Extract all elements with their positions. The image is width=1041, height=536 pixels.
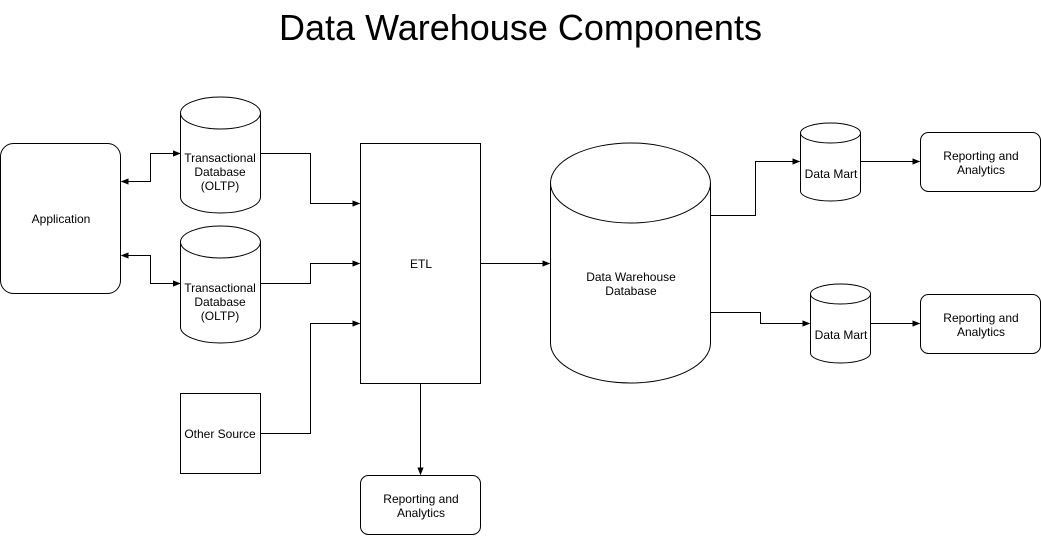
other-source-label: Other Source bbox=[184, 427, 256, 441]
application-label: Application bbox=[31, 212, 91, 226]
connector-app-oltp-1 bbox=[120, 150, 181, 185]
diagram-title: Data Warehouse Components bbox=[279, 7, 762, 48]
connector-dw-mart-1 bbox=[710, 158, 801, 216]
other-source-shape bbox=[180, 393, 261, 474]
data-mart-2-label: Data Mart bbox=[814, 328, 868, 342]
reporting-1-label: Reporting and Analytics bbox=[943, 148, 1019, 177]
oltp-2-label: Transactional Database (OLTP) bbox=[184, 281, 256, 323]
connector-oltp-1-etl bbox=[260, 153, 361, 207]
connector-oltp-2-etl bbox=[260, 260, 361, 284]
reporting-bottom-shape bbox=[360, 475, 481, 535]
connector-other-etl bbox=[260, 320, 361, 434]
data-mart-2-cylinder bbox=[810, 283, 871, 364]
etl-label: ETL bbox=[409, 257, 432, 271]
oltp-1-label: Transactional Database (OLTP) bbox=[184, 151, 256, 193]
connector-app-oltp-2 bbox=[120, 252, 181, 287]
oltp-2-cylinder bbox=[180, 225, 261, 344]
connector-dw-mart-2 bbox=[710, 312, 811, 327]
data-mart-1-label: Data Mart bbox=[804, 167, 858, 181]
oltp-1-cylinder bbox=[180, 96, 261, 214]
data-mart-1-cylinder bbox=[800, 122, 861, 202]
application-shape bbox=[0, 143, 121, 294]
reporting-2-label: Reporting and Analytics bbox=[943, 310, 1019, 339]
data-warehouse-cylinder bbox=[550, 142, 711, 384]
reporting-bottom-label: Reporting and Analytics bbox=[383, 491, 459, 520]
data-warehouse-label: Data Warehouse Database bbox=[586, 270, 676, 298]
